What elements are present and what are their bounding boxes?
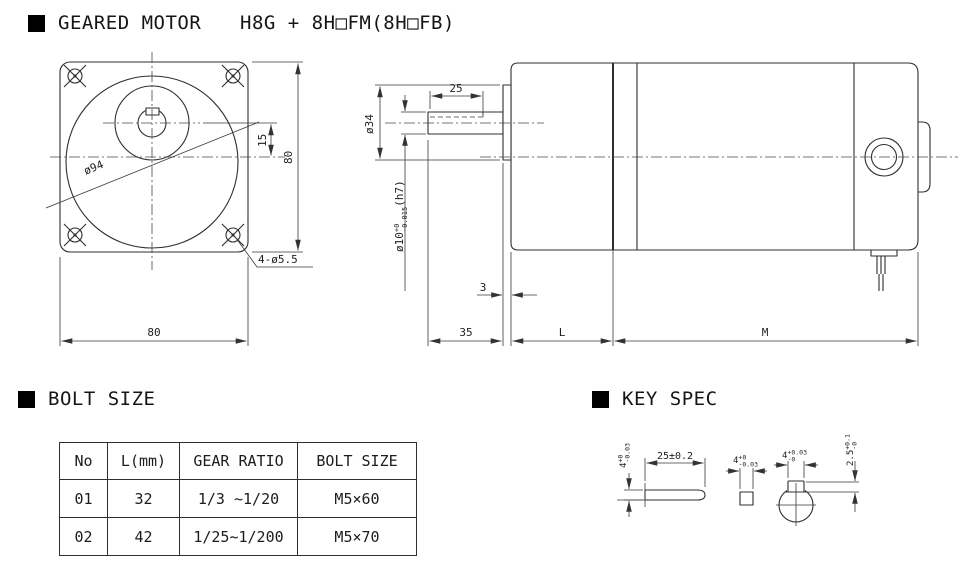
bolt-size-title: BOLT SIZE (48, 388, 156, 410)
dim-keyway-width: 4+0.03-0 (782, 449, 807, 464)
body-section-lines (612, 63, 855, 250)
col-header-gear-ratio: GEAR RATIO (179, 442, 298, 480)
dim-key-height: 4+0-0.03 (617, 443, 632, 468)
cell-gear-ratio: 1/25~1/200 (179, 517, 298, 556)
section-marker-square (592, 390, 609, 408)
cell-no: 02 (59, 517, 108, 556)
lead-wires (876, 256, 886, 291)
key-spec-section-header: KEY SPEC (592, 388, 718, 410)
dim-boss-depth: 3 (480, 281, 487, 294)
side-view-centerlines (385, 122, 958, 158)
side-view: 25 ø34 ø10+0-0.015(h7) 3 (363, 62, 958, 346)
cell-l: 42 (107, 517, 180, 556)
dim-key-length: 25 (449, 82, 462, 95)
cell-l: 32 (107, 479, 180, 518)
side-view-dimensions: 25 ø34 ø10+0-0.015(h7) 3 (363, 82, 919, 346)
rear-boss-inner (870, 143, 898, 171)
table-row: 01 32 1/3 ~1/20 M5×60 (59, 479, 417, 518)
mount-hole-top-right (221, 64, 245, 88)
col-header-no: No (59, 442, 108, 480)
key-cross-section: 4+0-0.03 (726, 454, 767, 506)
section-marker-square (18, 390, 35, 408)
mount-hole-top-left (63, 64, 87, 88)
dim-shaft-offset: 15 (256, 134, 269, 147)
front-view-dimensions: 15 80 80 ø94 4-ø5.5 (45, 61, 313, 346)
dim-shaft-diameter: ø10+0-0.015(h7) (393, 180, 409, 252)
shaft-keyway-notch (786, 480, 806, 493)
key-spec-title: KEY SPEC (622, 388, 718, 410)
dim-flange-height: 80 (282, 151, 295, 164)
cell-no: 01 (59, 479, 108, 518)
dim-motor-length: M (762, 326, 769, 339)
drawing-title: GEARED MOTOR (28, 12, 201, 34)
mount-hole-bottom-left (63, 223, 87, 247)
dim-shaft-length: 35 (459, 326, 472, 339)
model-code: H8G + 8H□FM(8H□FB) (240, 12, 455, 34)
motor-body (510, 62, 919, 251)
terminal-tab (918, 121, 931, 193)
dim-keyway-depth: 2.5+0.1-0 (844, 434, 859, 466)
table-header-row: No L(mm) GEAR RATIO BOLT SIZE (59, 442, 417, 480)
shaft-end-view: 2.5+0.1-0 4+0.03-0 (774, 434, 859, 526)
keyway-slot (145, 107, 160, 116)
cell-gear-ratio: 1/3 ~1/20 (179, 479, 298, 518)
dim-key-width: 4+0-0.03 (733, 454, 758, 469)
cell-bolt-size: M5×60 (297, 479, 417, 518)
dim-flange-width: 80 (147, 326, 160, 339)
key-spec-drawings: 25±0.2 4+0-0.03 4+0-0.03 (617, 434, 859, 526)
cell-bolt-size: M5×70 (297, 517, 417, 556)
bolt-size-table: No L(mm) GEAR RATIO BOLT SIZE 01 32 1/3 … (59, 442, 417, 556)
col-header-bolt-size: BOLT SIZE (297, 442, 417, 480)
key-section-square (739, 491, 754, 506)
dim-boss-diameter: ø34 (363, 114, 376, 134)
mount-hole-bottom-right (221, 223, 245, 247)
front-view: 15 80 80 ø94 4-ø5.5 (45, 52, 313, 346)
table-row: 02 42 1/25~1/200 M5×70 (59, 517, 417, 556)
dim-key-length-tol: 25±0.2 (657, 451, 693, 462)
col-header-l: L(mm) (107, 442, 180, 480)
key-profile (644, 489, 706, 501)
bolt-size-section-header: BOLT SIZE (18, 388, 155, 410)
dim-gearhead-length: L (559, 326, 566, 339)
page-title: GEARED MOTOR (58, 12, 202, 34)
key-side-view: 25±0.2 4+0-0.03 (617, 443, 706, 517)
section-marker-square (28, 14, 45, 32)
dim-mount-holes: 4-ø5.5 (258, 253, 298, 266)
pilot-boss (502, 84, 512, 161)
cable-grommet (870, 249, 898, 257)
front-view-centerlines (50, 52, 285, 270)
